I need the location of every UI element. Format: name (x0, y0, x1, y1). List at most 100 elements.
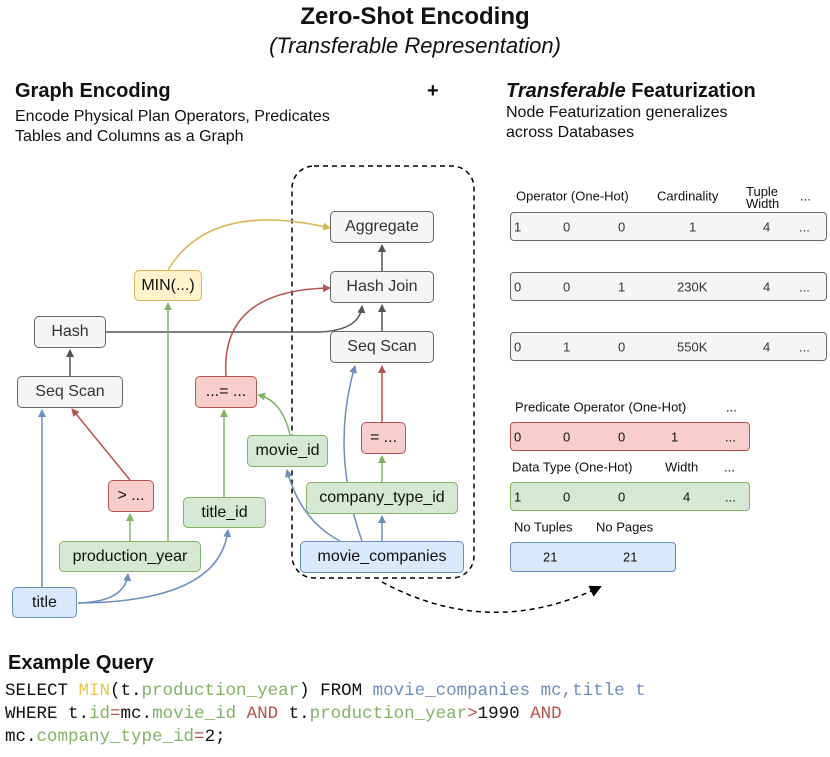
featurization-heading: Transferable Featurization (506, 80, 756, 103)
cell: ... (725, 429, 736, 444)
plan-group-border (291, 165, 475, 579)
edge-hash-hashjoin (106, 305, 366, 333)
node-min-aggregate-fn: MIN(...) (134, 270, 202, 301)
query-token: AND (236, 704, 289, 724)
query-token: 1990 (477, 704, 531, 724)
cell: 0 (563, 429, 571, 444)
diagram-subtitle: (Transferable Representation) (269, 33, 561, 58)
query-token: production_year (309, 704, 468, 724)
cell: 0 (514, 429, 522, 444)
cell: 1 (689, 219, 697, 234)
graph-encoding-line1: Encode Physical Plan Operators, Predicat… (15, 108, 330, 125)
operator-feature-row-seqscan: 0 1 0 550K 4 ... (510, 332, 827, 361)
node-production-year: production_year (59, 541, 201, 572)
operator-header-cardinality: Cardinality (657, 188, 719, 204)
featurization-pointer-arrow (381, 581, 602, 613)
cell: 0 (618, 219, 626, 234)
cell: 0 (563, 489, 571, 504)
column-feature-row: 1 0 0 4 ... (510, 482, 750, 511)
operator-feature-row-hashjoin: 0 0 1 230K 4 ... (510, 272, 827, 301)
operator-header-onehot: Operator (One-Hot) (516, 188, 629, 204)
featurization-heading-rest: Featurization (625, 80, 756, 102)
table-header-pages: No Pages (596, 519, 654, 535)
query-token: WHERE t. (5, 704, 90, 724)
cell: 0 (563, 219, 571, 234)
query-token: mc. (5, 727, 37, 747)
query-token: id (89, 704, 111, 724)
operator-header-width: Width (746, 196, 780, 211)
node-eq-predicate: = ... (361, 422, 406, 454)
cell: 4 (683, 489, 691, 504)
query-token: SELECT (5, 681, 79, 701)
graph-edges (38, 165, 602, 613)
example-query-heading: Example Query (8, 652, 154, 674)
query-token: production_year (141, 681, 300, 701)
node-title-id: title_id (183, 497, 266, 528)
cell: 1 (618, 279, 626, 294)
cell: 550K (677, 339, 708, 354)
column-header-width: Width (665, 459, 699, 475)
cell: ... (799, 279, 810, 294)
edge-gtpred-seqscan (71, 408, 131, 481)
cell: 1 (563, 339, 571, 354)
query-token: t. (288, 704, 310, 724)
column-header-datatype: Data Type (One-Hot) (512, 459, 633, 475)
table-feature-header: No Tuples No Pages (510, 512, 710, 542)
column-feature-header: Data Type (One-Hot) Width ... (510, 452, 770, 482)
node-seq-scan-left: Seq Scan (17, 376, 123, 408)
column-header-ellipsis: ... (724, 459, 735, 475)
cell: 0 (618, 429, 626, 444)
graph-encoding-line2: Tables and Columns as a Graph (15, 128, 244, 145)
query-token: > (467, 704, 478, 724)
table-header-tuples: No Tuples (514, 519, 573, 535)
edge-title-titleid (77, 529, 232, 604)
diagram-title: Zero-Shot Encoding (300, 3, 530, 30)
cell: 1 (514, 489, 522, 504)
query-line-3: mc.company_type_id=2; (5, 726, 226, 749)
operator-feature-row-aggregate: 1 0 0 1 4 ... (510, 212, 827, 241)
query-token: AND (530, 704, 562, 724)
cell: 4 (763, 219, 771, 234)
query-line-2: WHERE t.id=mc.movie_id AND t.production_… (5, 703, 562, 726)
featurization-line2: across Databases (506, 124, 635, 141)
cell: 0 (514, 339, 522, 354)
cell: 0 (563, 279, 571, 294)
cell: ... (725, 489, 736, 504)
query-token: MIN (78, 681, 111, 701)
cell: ... (799, 219, 810, 234)
node-aggregate: Aggregate (330, 211, 434, 243)
query-token: 2; (204, 727, 226, 747)
cell: 4 (763, 279, 771, 294)
operator-feature-header: Operator (One-Hot) Cardinality Tuple Wid… (510, 181, 820, 211)
table-feature-row: 21 21 (510, 542, 676, 572)
cell: 0 (618, 489, 626, 504)
cell: 0 (514, 279, 522, 294)
node-seq-scan-right: Seq Scan (330, 331, 434, 363)
node-hash-join: Hash Join (330, 271, 434, 303)
predicate-feature-header: Predicate Operator (One-Hot) ... (510, 392, 770, 422)
query-token: mc. (120, 704, 153, 724)
featurization-line1: Node Featurization generalizes (506, 104, 728, 121)
query-token: company_type_id (36, 727, 195, 747)
featurization-heading-italic: Transferable (506, 80, 626, 102)
cell: ... (799, 339, 810, 354)
query-token: movie_id (152, 704, 237, 724)
node-movie-id: movie_id (247, 435, 328, 467)
node-company-type-id: company_type_id (306, 482, 458, 514)
edge-moviecompanies-seqscan (343, 365, 363, 542)
graph-encoding-heading: Graph Encoding (15, 80, 171, 102)
node-movie-companies: movie_companies (300, 541, 464, 573)
node-title: title (12, 587, 77, 618)
query-token: (t. (110, 681, 142, 701)
query-token: ) FROM (299, 681, 373, 701)
cell: 230K (677, 279, 708, 294)
predicate-feature-row: 0 0 0 1 ... (510, 422, 750, 451)
cell: 1 (671, 429, 679, 444)
operator-header-tuple: Tuple (746, 184, 779, 199)
query-token: = (110, 704, 121, 724)
cell: 1 (514, 219, 522, 234)
query-token: movie_companies mc,title t (372, 681, 646, 701)
node-hash: Hash (34, 316, 106, 348)
predicate-header-onehot: Predicate Operator (One-Hot) (515, 399, 687, 415)
cell: 21 (543, 549, 558, 565)
